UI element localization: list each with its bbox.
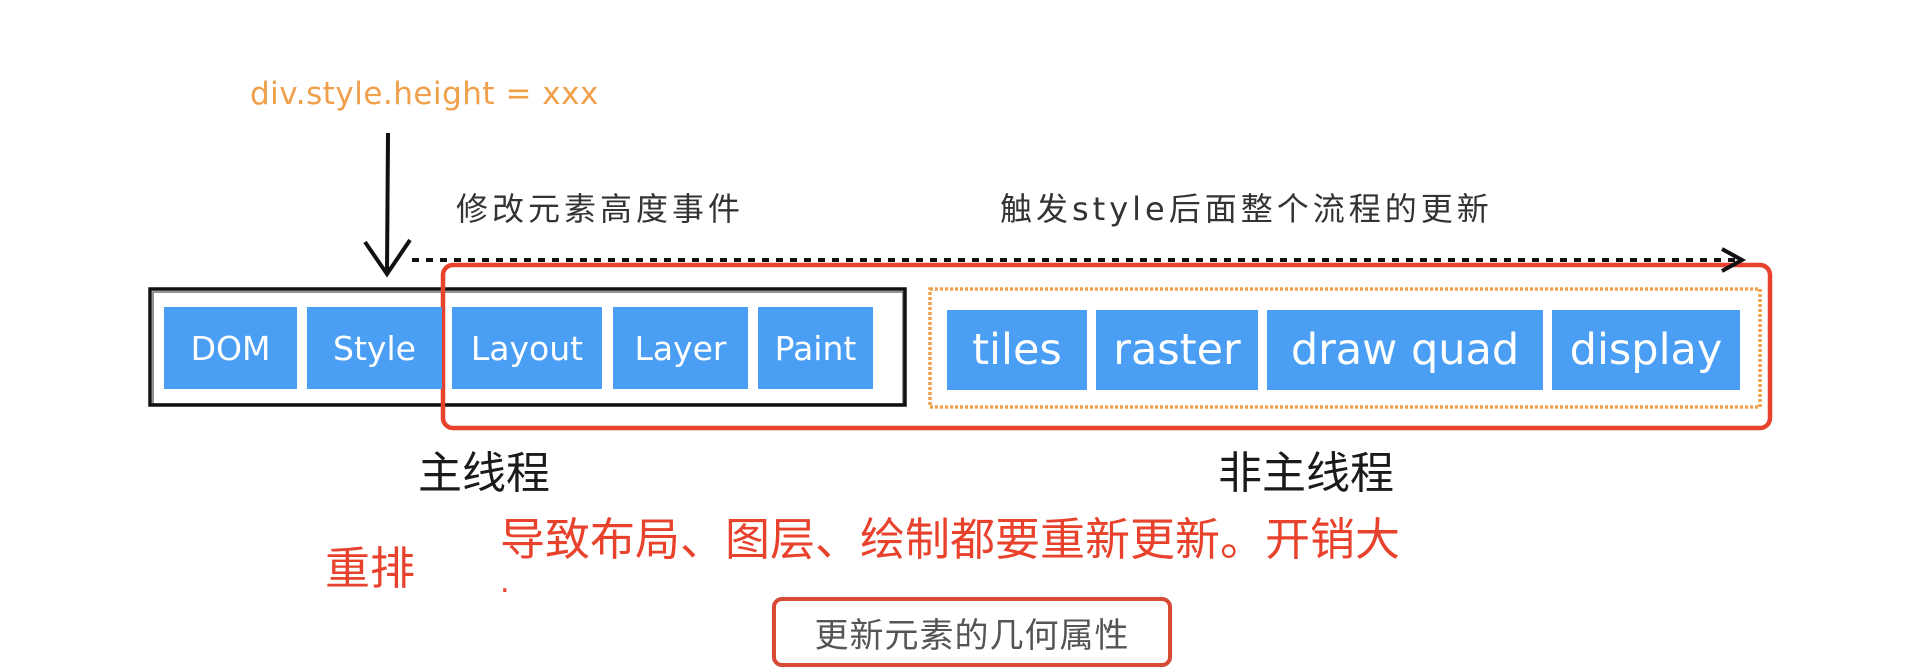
non-main-thread-box — [928, 287, 1762, 409]
stage-paint: Paint — [758, 307, 873, 389]
stage-draw-quad: draw quad — [1267, 310, 1543, 390]
stage-style: Style — [307, 307, 442, 389]
reflow-title: 重排 — [325, 542, 416, 595]
main-thread-box — [148, 287, 907, 407]
trigger-note: 触发style后面整个流程的更新 — [1000, 190, 1493, 228]
code-annotation: div.style.height = xxx — [250, 76, 599, 112]
main-thread-label: 主线程 — [418, 448, 550, 499]
stage-layer: Layer — [613, 307, 748, 389]
stage-dom: DOM — [164, 307, 297, 389]
stage-layout: Layout — [452, 307, 602, 389]
stage-display: display — [1552, 310, 1740, 390]
non-main-thread-label: 非主线程 — [1218, 448, 1394, 499]
stage-tiles: tiles — [947, 310, 1087, 390]
reflow-description: 导致布局、图层、绘制都要重新更新。开销大 — [500, 513, 1401, 566]
stage-raster: raster — [1096, 310, 1258, 390]
reflow-highlight-box — [440, 262, 1773, 431]
caption-box: 更新元素的几何属性 — [772, 597, 1172, 667]
reflow-dot: . — [500, 565, 510, 600]
down-arrow-icon — [363, 132, 412, 278]
dotted-right-arrow-icon — [412, 247, 1747, 273]
modify-event-note: 修改元素高度事件 — [456, 190, 745, 228]
